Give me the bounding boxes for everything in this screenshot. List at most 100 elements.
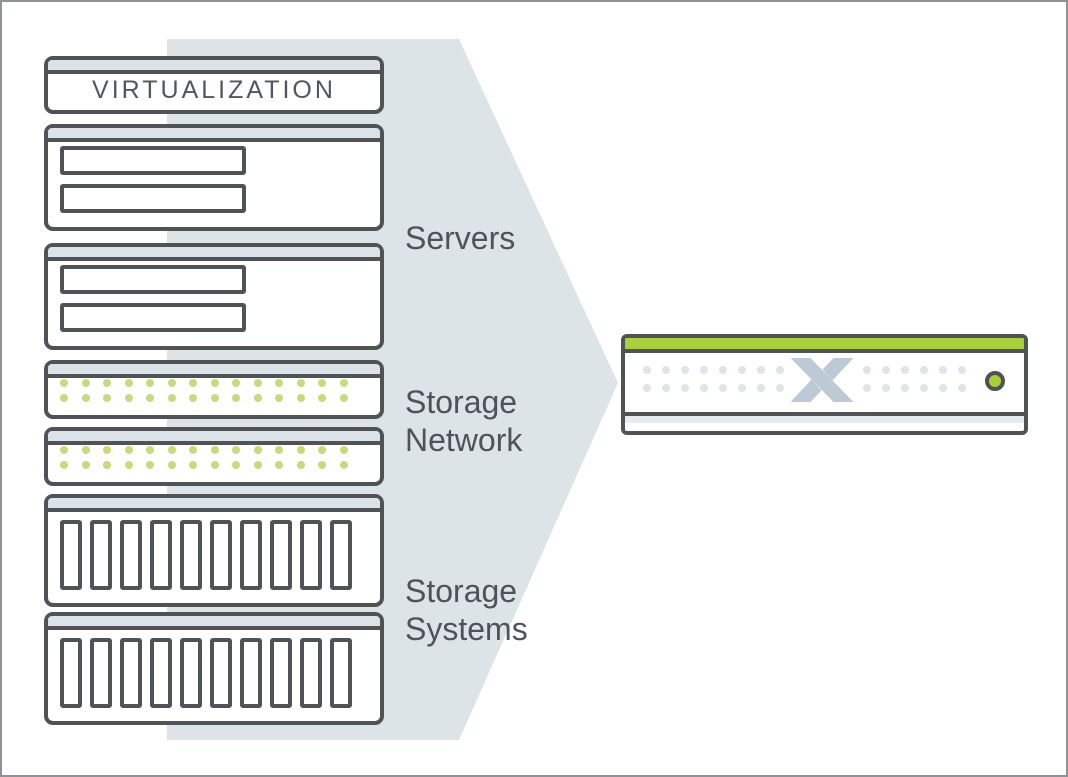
x-logo-icon bbox=[790, 358, 854, 402]
network-port-dot bbox=[232, 461, 240, 469]
network-port-dot bbox=[232, 446, 240, 454]
storage-network-unit-2 bbox=[44, 427, 384, 486]
virtualization-unit: VIRTUALIZATION bbox=[44, 56, 384, 114]
network-port-dot bbox=[296, 379, 305, 387]
network-port-dot bbox=[189, 446, 197, 454]
network-port-dot bbox=[253, 394, 262, 402]
vent-dot bbox=[939, 384, 947, 392]
vent-dot-row bbox=[643, 366, 784, 374]
network-port-dot bbox=[275, 446, 283, 454]
vent-dot bbox=[863, 384, 871, 392]
vent-dot bbox=[958, 366, 966, 374]
network-port-dot bbox=[210, 379, 219, 387]
disk-bay bbox=[210, 638, 232, 708]
network-port-row bbox=[60, 379, 380, 387]
vent-dot bbox=[920, 384, 928, 392]
network-port-dot bbox=[189, 461, 197, 469]
network-port-dot bbox=[296, 461, 305, 469]
network-port-dot bbox=[275, 461, 283, 469]
network-port-dot bbox=[318, 461, 326, 469]
network-port-grid bbox=[48, 445, 380, 469]
appliance-bottom-strip bbox=[625, 412, 1024, 423]
storage-network-unit-1 bbox=[44, 360, 384, 419]
server-unit-1 bbox=[44, 124, 384, 231]
disk-bay bbox=[120, 520, 142, 590]
vent-dot bbox=[643, 366, 651, 374]
network-port-dot bbox=[275, 394, 283, 402]
unit-top-strip bbox=[48, 431, 380, 445]
disk-bay bbox=[270, 638, 292, 708]
vent-dot bbox=[700, 384, 708, 392]
vent-dot bbox=[681, 384, 689, 392]
disk-bay bbox=[60, 638, 82, 708]
network-port-dot bbox=[81, 446, 90, 454]
vent-dot bbox=[920, 366, 928, 374]
network-port-dot bbox=[167, 446, 176, 454]
vent-dot bbox=[776, 366, 784, 374]
disk-bay bbox=[270, 520, 292, 590]
network-port-dot bbox=[296, 446, 305, 454]
disk-bay bbox=[180, 520, 202, 590]
network-port-dot bbox=[103, 446, 111, 454]
vent-dot bbox=[643, 384, 651, 392]
network-port-dot bbox=[318, 446, 326, 454]
vent-dot bbox=[882, 384, 890, 392]
disk-bay bbox=[180, 638, 202, 708]
vent-dot bbox=[719, 366, 727, 374]
network-port-row bbox=[60, 446, 380, 454]
appliance-faceplate bbox=[625, 353, 1024, 412]
network-port-dot bbox=[232, 379, 240, 387]
network-port-dot bbox=[103, 461, 111, 469]
unit-top-strip bbox=[48, 247, 380, 261]
disk-bay bbox=[150, 520, 172, 590]
unit-top-strip bbox=[48, 498, 380, 512]
network-port-dot bbox=[296, 394, 305, 402]
network-port-dot bbox=[210, 461, 219, 469]
disk-bay bbox=[90, 520, 112, 590]
appliance-accent-bar bbox=[625, 338, 1024, 353]
disk-bay bbox=[120, 638, 142, 708]
vent-dot bbox=[901, 366, 909, 374]
server-unit-body bbox=[48, 142, 380, 213]
network-port-dot bbox=[81, 379, 90, 387]
vent-dot bbox=[757, 384, 765, 392]
hyperconverged-appliance bbox=[621, 334, 1028, 435]
network-port-dot bbox=[167, 461, 176, 469]
vent-dot-row bbox=[863, 384, 966, 392]
network-port-row bbox=[60, 461, 380, 469]
network-port-dot bbox=[103, 394, 111, 402]
network-port-dot bbox=[124, 446, 133, 454]
network-port-row bbox=[60, 394, 380, 402]
storage-systems-label: Storage Systems bbox=[405, 573, 528, 647]
vent-dot bbox=[738, 366, 746, 374]
vent-dot bbox=[901, 384, 909, 392]
network-port-dot bbox=[232, 394, 240, 402]
network-port-dot bbox=[60, 379, 68, 387]
power-led-icon bbox=[985, 371, 1005, 391]
server-blade-slot bbox=[60, 146, 246, 175]
network-port-dot bbox=[81, 394, 90, 402]
network-port-dot bbox=[167, 379, 176, 387]
network-port-dot bbox=[318, 394, 326, 402]
network-port-dot bbox=[339, 461, 348, 469]
vent-dot bbox=[681, 366, 689, 374]
disk-bay bbox=[330, 638, 352, 708]
vent-dot bbox=[776, 384, 784, 392]
network-port-dot bbox=[253, 446, 262, 454]
virtualization-label: VIRTUALIZATION bbox=[92, 75, 336, 104]
network-port-dot bbox=[60, 446, 68, 454]
disk-bay bbox=[330, 520, 352, 590]
network-port-grid bbox=[48, 378, 380, 402]
disk-bay bbox=[300, 520, 322, 590]
disk-bay-row bbox=[48, 630, 380, 708]
network-port-dot bbox=[146, 379, 154, 387]
vent-dot-row bbox=[863, 366, 966, 374]
appliance-vent-dots-left bbox=[643, 366, 784, 402]
network-port-dot bbox=[124, 394, 133, 402]
servers-label: Servers bbox=[405, 220, 516, 256]
network-port-dot bbox=[275, 379, 283, 387]
network-port-dot bbox=[146, 446, 154, 454]
network-port-dot bbox=[167, 394, 176, 402]
appliance-vent-dots-right bbox=[863, 366, 966, 402]
